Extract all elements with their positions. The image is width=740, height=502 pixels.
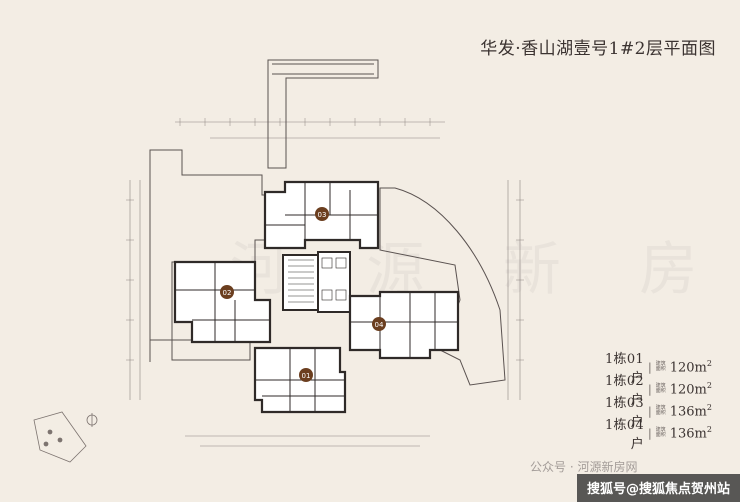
- unit-area: 136m2: [669, 402, 712, 420]
- wechat-watermark: 公众号 · 河源新房网: [530, 460, 638, 474]
- unit-area-legend: 1栋01户 | 建筑面积 120m2 1栋02户 | 建筑面积 120m2 1栋…: [592, 352, 722, 452]
- separator: |: [648, 360, 652, 374]
- svg-text:04: 04: [375, 321, 384, 329]
- legend-row: 1栋04户 | 建筑面积 136m2: [592, 418, 722, 452]
- separator: |: [648, 382, 652, 396]
- terrace-west: [149, 149, 271, 361]
- unit-02-outline: [173, 260, 272, 344]
- area-note: 建筑面积: [655, 427, 666, 438]
- terrace-east: [379, 187, 506, 386]
- unit-badge-02: 02: [220, 285, 234, 299]
- unit-label: 1栋03户: [604, 396, 644, 430]
- unit-area: 136m2: [669, 424, 712, 442]
- svg-text:02: 02: [223, 289, 232, 297]
- separator: |: [648, 404, 652, 418]
- svg-text:01: 01: [302, 372, 311, 380]
- unit-area: 120m2: [669, 358, 712, 376]
- legend-row: 1栋03户 | 建筑面积 136m2: [592, 396, 722, 430]
- svg-text:03: 03: [318, 211, 327, 219]
- unit-label: 1栋02户: [604, 374, 644, 408]
- core-stairs: [282, 251, 351, 313]
- unit-badge-04: 04: [372, 317, 386, 331]
- unit-label: 1栋04户: [604, 418, 644, 452]
- unit-badge-03: 03: [315, 207, 329, 221]
- unit-area: 120m2: [669, 380, 712, 398]
- separator: |: [648, 426, 652, 440]
- area-note: 建筑面积: [655, 361, 666, 372]
- legend-row: 1栋01户 | 建筑面积 120m2: [592, 352, 722, 386]
- top-ramp-outline: [267, 59, 379, 169]
- unit-badge-01: 01: [299, 368, 313, 382]
- source-badge: 搜狐号@搜狐焦点贺州站: [576, 474, 740, 502]
- legend-row: 1栋02户 | 建筑面积 120m2: [592, 374, 722, 408]
- unit-04-outline: [348, 290, 460, 360]
- site-key-plan: [33, 411, 98, 463]
- unit-label: 1栋01户: [604, 352, 644, 386]
- area-note: 建筑面积: [655, 405, 666, 416]
- area-note: 建筑面积: [655, 383, 666, 394]
- page-title: 华发·香山湖壹号1#2层平面图: [480, 39, 716, 59]
